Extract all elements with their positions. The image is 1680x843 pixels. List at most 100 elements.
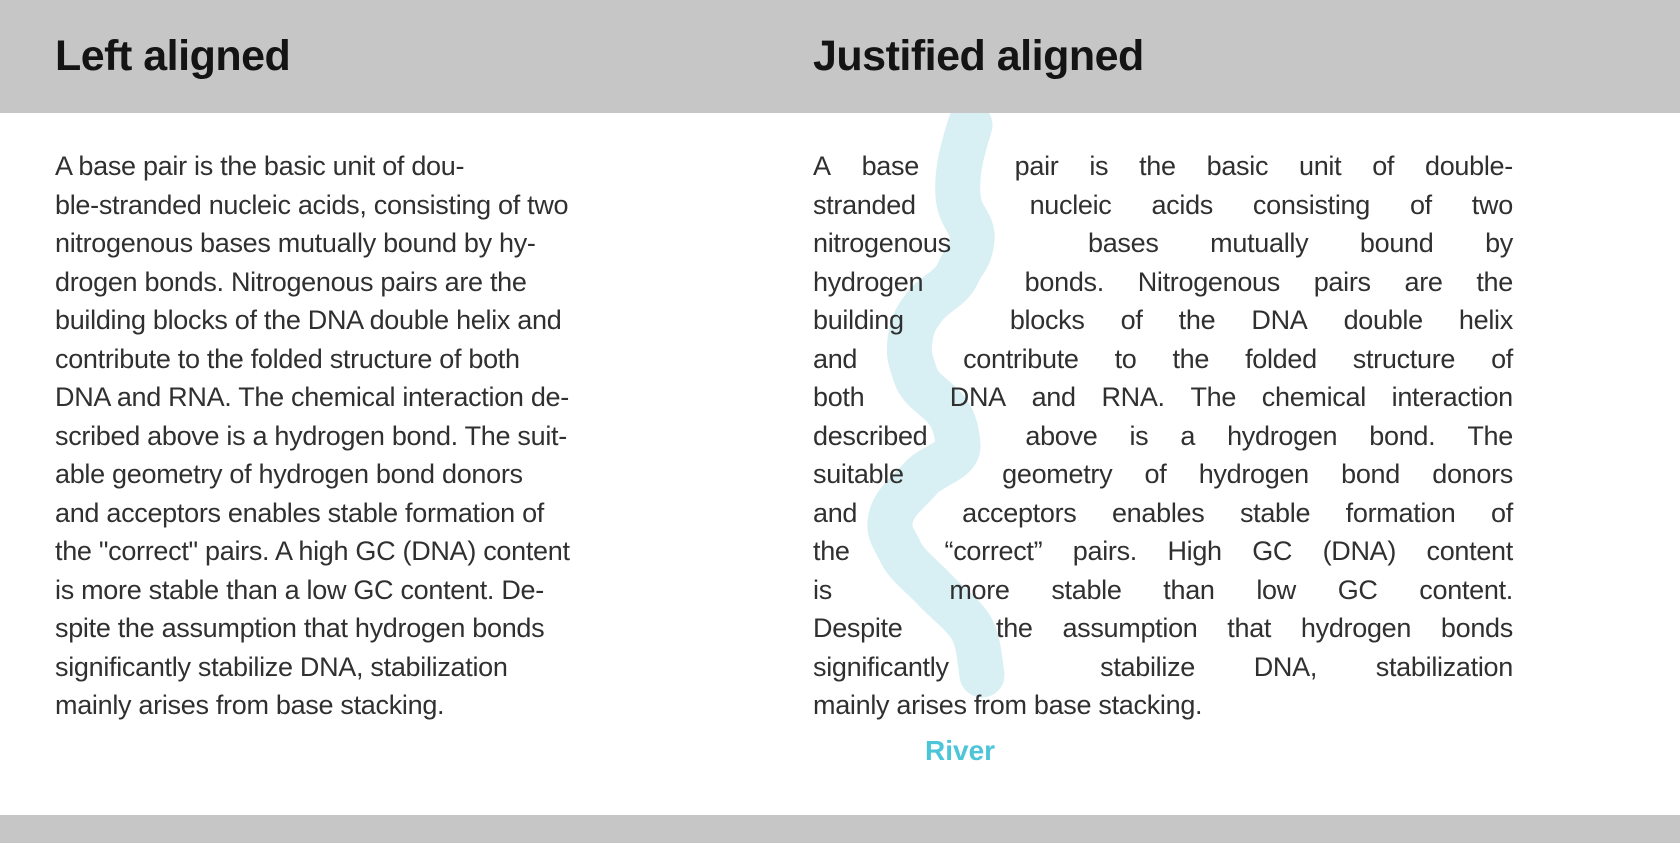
text-line: mainly arises from base stacking. — [55, 690, 445, 720]
word: chemical — [1261, 382, 1366, 412]
word: enables — [1111, 497, 1205, 528]
text-line: contribute to the folded structure of bo… — [55, 343, 520, 374]
footer-bar — [0, 815, 1680, 843]
word: content. — [1419, 574, 1513, 605]
word: bases — [1088, 228, 1159, 258]
word: the — [1172, 343, 1210, 374]
word: bond. — [1369, 420, 1436, 451]
word: Despite — [813, 613, 903, 643]
word: of — [1409, 189, 1432, 220]
word: acceptors — [962, 497, 1077, 528]
word: double — [1343, 305, 1424, 335]
word: mutually — [1210, 228, 1309, 258]
word: RNA. — [1101, 382, 1165, 412]
word: the — [1476, 266, 1513, 297]
word: the — [1178, 305, 1216, 335]
word: stable — [1239, 497, 1311, 528]
word: donors — [1432, 459, 1513, 489]
word: more — [949, 574, 1010, 605]
word: hydrogen — [813, 266, 924, 297]
text-line: significantly stabilize DNA, stabilizati… — [55, 651, 508, 682]
text-line: A base pair is the basic unit of dou- — [55, 151, 465, 181]
river-gap — [957, 263, 991, 302]
river-gap — [936, 455, 970, 494]
word: described — [813, 420, 928, 451]
word: structure — [1352, 343, 1456, 374]
word: of — [1120, 305, 1143, 335]
word: double- — [1424, 151, 1513, 181]
word: than — [1163, 574, 1215, 605]
word: pairs — [1313, 266, 1371, 297]
word: acids — [1151, 189, 1213, 220]
word: Nitrogenous — [1137, 266, 1281, 297]
word: DNA — [949, 382, 1006, 412]
word: pairs. — [1072, 536, 1138, 566]
content-columns: A base pair is the basic unit of dou-ble… — [0, 113, 1680, 767]
river-gap — [1002, 224, 1036, 263]
justified-last-line: mainly arises from base stacking. — [813, 690, 1203, 720]
word: DNA — [1251, 305, 1308, 335]
left-column-title: Left aligned — [55, 32, 291, 80]
word: bond — [1341, 459, 1400, 489]
word: High — [1167, 536, 1222, 566]
word: The — [1467, 420, 1513, 451]
word: hydrogen — [1227, 420, 1338, 451]
word: that — [1227, 613, 1272, 643]
text-line: nitrogenous bases mutually bound by hy- — [55, 228, 536, 258]
word: nucleic — [1029, 189, 1112, 220]
word: contribute — [963, 343, 1079, 374]
river-gap — [880, 532, 914, 571]
word: geometry — [1002, 459, 1113, 489]
word: a — [1180, 420, 1196, 451]
word: and — [813, 343, 858, 374]
word: assumption — [1062, 613, 1198, 643]
word: and — [813, 497, 858, 528]
word: of — [1372, 151, 1395, 181]
word: bound — [1359, 228, 1434, 258]
word: the — [813, 536, 850, 566]
word: content — [1426, 536, 1514, 566]
word: bonds. — [1024, 266, 1105, 297]
word: stabilize — [1100, 651, 1195, 682]
word: building — [813, 305, 904, 335]
word: basic — [1206, 151, 1269, 181]
text-line: scribed above is a hydrogen bond. The su… — [55, 420, 567, 451]
word: both — [813, 382, 865, 412]
left-aligned-paragraph: A base pair is the basic unit of dou-ble… — [55, 147, 645, 767]
word: low — [1256, 574, 1296, 605]
river-gap — [893, 494, 927, 533]
word: folded — [1245, 343, 1317, 374]
river-gap — [874, 571, 908, 610]
word: nitrogenous — [813, 228, 951, 258]
text-line: and acceptors enables stable formation o… — [55, 497, 545, 528]
text-line: DNA and RNA. The chemical interaction de… — [55, 382, 569, 412]
river-label: River — [925, 734, 996, 766]
word: consisting — [1252, 189, 1370, 220]
word: GC — [1337, 574, 1378, 605]
word: is — [1129, 420, 1149, 451]
word: stable — [1051, 574, 1122, 605]
river-gap — [956, 186, 990, 225]
word: hydrogen — [1198, 459, 1310, 489]
word: bonds — [1440, 613, 1513, 643]
text-line: the "correct" pairs. A high GC (DNA) con… — [55, 536, 570, 566]
word: the — [1139, 151, 1176, 181]
word: blocks — [1009, 305, 1085, 335]
word: DNA, — [1253, 651, 1318, 682]
word: “correct” — [944, 536, 1043, 566]
word: A — [813, 151, 831, 181]
text-line: is more stable than a low GC content. De… — [55, 574, 544, 605]
word: and — [1031, 382, 1076, 412]
